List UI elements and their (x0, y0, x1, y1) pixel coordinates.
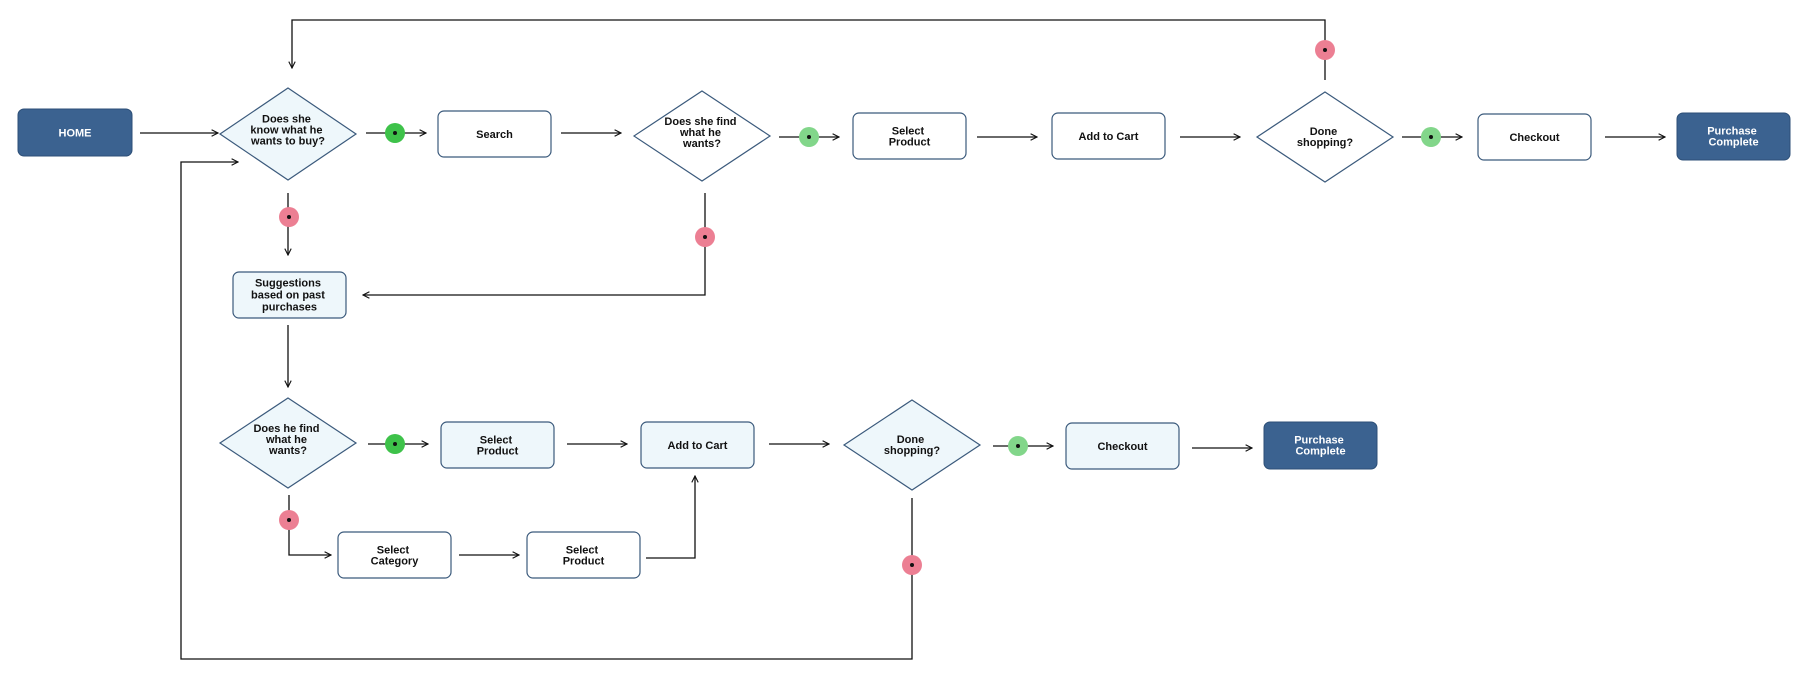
label-line: Complete (1708, 137, 1758, 149)
label-line: Suggestions (255, 278, 321, 290)
yes-marker (385, 434, 405, 454)
suggestions-node: Suggestions based on past purchases (232, 271, 347, 319)
no-marker (695, 227, 715, 247)
no-marker (279, 207, 299, 227)
add-to-cart-top: Add to Cart (1051, 112, 1166, 160)
label-line: Category (371, 556, 420, 568)
yes-marker (385, 123, 405, 143)
purchase-complete-bottom: Purchase Complete (1263, 421, 1378, 470)
node-label: Select Category (371, 545, 420, 568)
add-to-cart-mid: Add to Cart (640, 421, 755, 469)
node-label: Add to Cart (1079, 131, 1139, 143)
label-line: Select (892, 126, 925, 138)
label-line: wants to buy? (250, 136, 325, 148)
arrow-q-done-no-loop-back (292, 19, 1326, 80)
no-marker (902, 555, 922, 575)
node-label: Select Product (477, 435, 519, 458)
label-line: Purchase (1707, 126, 1757, 138)
label-line: Product (563, 556, 605, 568)
label-line: Product (477, 446, 519, 458)
node-label: Select Product (889, 126, 931, 149)
node-label: Done shopping? (1297, 126, 1353, 149)
label-line: Does he find (253, 423, 319, 435)
label-line: shopping? (1297, 137, 1353, 149)
node-label: Suggestions based on past purchases (251, 278, 328, 314)
label-line: Does she find (664, 116, 736, 128)
label-line: wants? (268, 445, 307, 457)
arrow-select-product-low-to-add-to-cart (646, 476, 695, 559)
node-label: Purchase Complete (1707, 126, 1760, 149)
label-line: Complete (1295, 446, 1345, 458)
yes-marker (799, 127, 819, 147)
label-line: Select (480, 435, 513, 447)
home-node: HOME (17, 108, 133, 157)
select-product-low: Select Product (526, 531, 641, 579)
node-label: Checkout (1097, 441, 1147, 453)
no-marker (279, 510, 299, 530)
arrow-q-find-no-to-suggestions (363, 193, 706, 295)
label-line: based on past (251, 290, 325, 302)
label-line: Done (1310, 126, 1338, 138)
decision-done-bottom: Done shopping? (842, 399, 982, 491)
label-line: what he (265, 434, 307, 446)
checkout-top: Checkout (1477, 113, 1592, 161)
label-line: Does she (262, 114, 311, 126)
label-line: Select (377, 545, 410, 557)
node-label: Search (476, 129, 513, 141)
node-label: Purchase Complete (1294, 435, 1347, 458)
select-category: Select Category (337, 531, 452, 579)
label-line: Product (889, 137, 931, 149)
node-label: Checkout (1509, 132, 1559, 144)
no-marker (1315, 40, 1335, 60)
label-line: wants? (682, 138, 721, 150)
label-line: Done (897, 434, 925, 446)
yes-marker (1421, 127, 1441, 147)
decision-find-bottom: Does he find what he wants? (218, 397, 358, 489)
label-line: Purchase (1294, 435, 1344, 447)
label-line: Select (566, 545, 599, 557)
checkout-bottom: Checkout (1065, 422, 1180, 470)
decision-markers (279, 40, 1441, 575)
node-label: Add to Cart (668, 440, 728, 452)
label-line: what he (679, 127, 721, 139)
search-node: Search (437, 110, 552, 158)
node-label: Does she find what he wants? (664, 116, 739, 150)
select-product-top: Select Product (852, 112, 967, 160)
label-line: shopping? (884, 445, 940, 457)
decision-knows-what-to-buy: Does she know what he wants to buy? (218, 87, 358, 181)
flow-nodes: HOME Does she know what he wants to buy?… (17, 87, 1791, 579)
arrow-q-done-bottom-no-loop-back (180, 162, 913, 660)
label-line: purchases (262, 302, 317, 314)
node-label: Select Product (563, 545, 605, 568)
node-label: Done shopping? (884, 434, 940, 457)
purchase-complete-top: Purchase Complete (1676, 112, 1791, 161)
select-product-mid: Select Product (440, 421, 555, 469)
node-label: HOME (59, 128, 92, 140)
decision-done-top: Done shopping? (1255, 91, 1395, 183)
decision-find-top: Does she find what he wants? (632, 90, 772, 182)
node-label: Does she know what he wants to buy? (250, 114, 326, 148)
yes-marker (1008, 436, 1028, 456)
node-label: Does he find what he wants? (253, 423, 322, 457)
label-line: know what he (250, 125, 322, 137)
